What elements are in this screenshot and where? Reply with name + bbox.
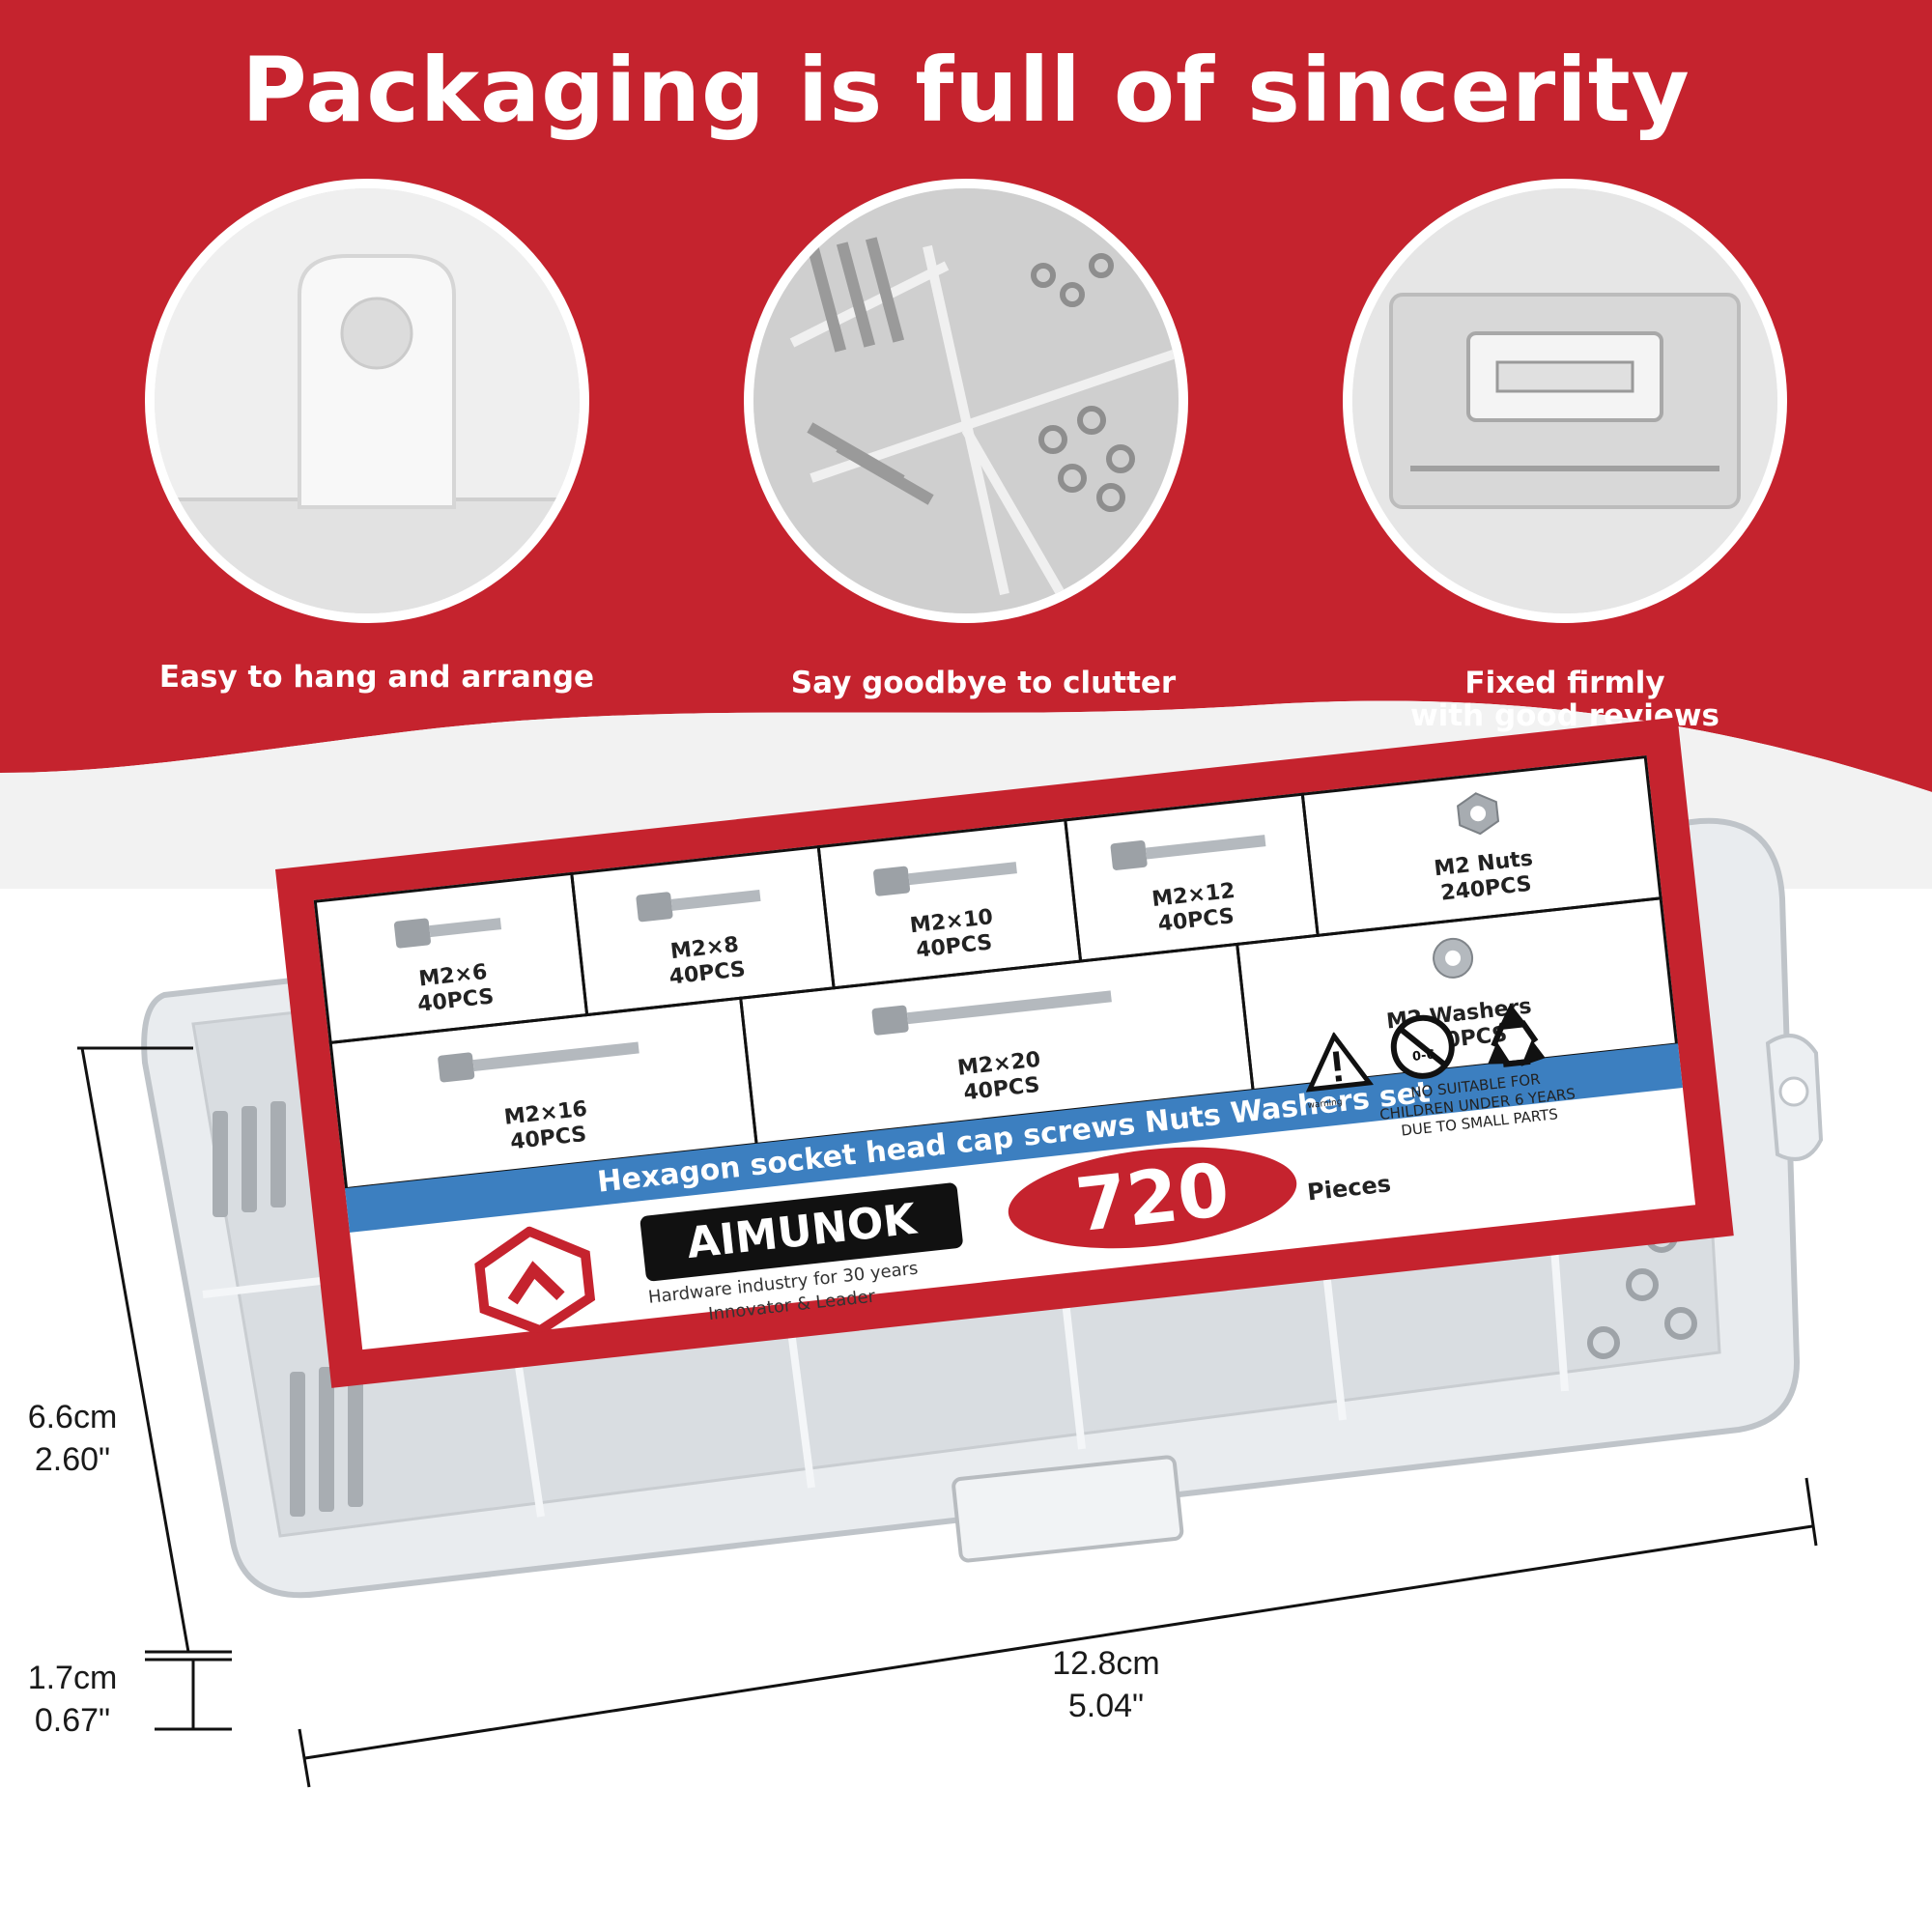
washer-icon: [1433, 937, 1474, 979]
height-in: 2.60": [34, 1441, 111, 1478]
depth-in: 0.67": [34, 1702, 111, 1739]
page-headline: Packaging is full of sincerity: [242, 39, 1690, 142]
feature-label-clutter: Say goodbye to clutter: [790, 666, 1177, 700]
age-restriction-icon: 0-6: [1390, 1014, 1455, 1079]
clasp-lock-photo: [1343, 179, 1787, 623]
screw-icon: [636, 889, 761, 923]
height-dimension: 6.6cm 2.60": [0, 1396, 145, 1481]
screw-icon: [873, 862, 1017, 896]
width-in: 5.04": [1067, 1688, 1145, 1724]
hanging-tab-photo: [145, 179, 589, 623]
piece-count-unit: Pieces: [1305, 1170, 1393, 1207]
feature-label-hang: Easy to hang and arrange: [158, 660, 595, 695]
organized-compartments-photo: [744, 179, 1188, 623]
width-cm: 12.8cm: [1052, 1645, 1160, 1682]
screw-icon: [438, 1041, 639, 1083]
height-cm: 6.6cm: [27, 1399, 118, 1435]
hex-nut-icon: [1457, 792, 1500, 836]
screw-icon: [1110, 835, 1266, 870]
screw-icon: [871, 990, 1112, 1036]
age-badge-text: 0-6: [1411, 1048, 1435, 1065]
depth-cm: 1.7cm: [27, 1660, 118, 1696]
depth-dimension: 1.7cm 0.67": [0, 1657, 145, 1742]
feature-label-fixed-line1: Fixed firmly: [1464, 666, 1665, 700]
width-dimension: 12.8cm 5.04": [1024, 1642, 1188, 1727]
recycle-icon: [1488, 1003, 1546, 1067]
brand-logo-icon: [474, 1226, 596, 1336]
warning-triangle-icon: [1305, 1031, 1374, 1093]
screw-icon: [393, 918, 502, 949]
